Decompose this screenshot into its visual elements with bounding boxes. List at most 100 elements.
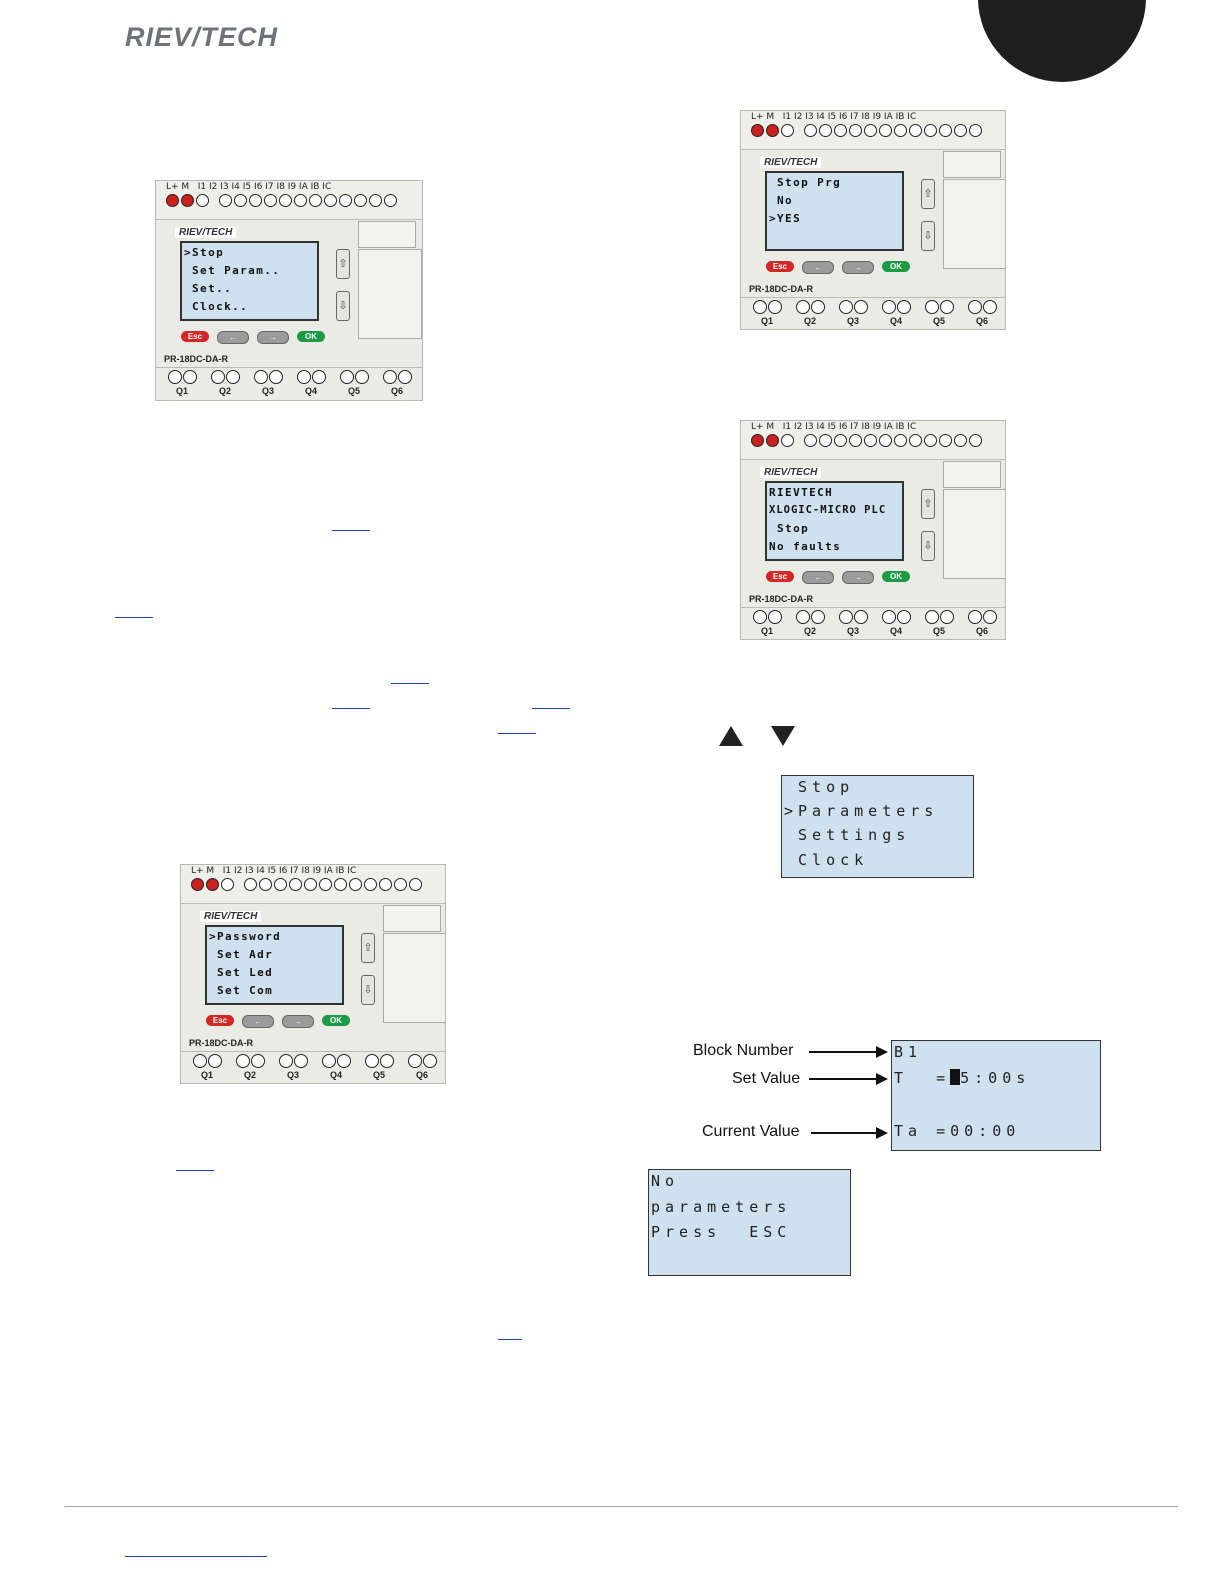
- output-label: Q3: [286, 1070, 299, 1080]
- left-button[interactable]: ←: [217, 331, 249, 344]
- link-underline[interactable]: [532, 708, 570, 709]
- left-button[interactable]: ←: [242, 1015, 274, 1028]
- lcd-line: Set Com: [209, 984, 274, 997]
- link-underline[interactable]: [498, 1339, 522, 1340]
- input-labels: L+ M I1 I2 I3 I4 I5 I6 I7 I8 I9 IA IB IC: [191, 866, 357, 876]
- rievtech-logo: RIEV/TECH: [125, 22, 279, 52]
- output-label: Q1: [760, 626, 773, 636]
- footer-link-underline[interactable]: [125, 1556, 267, 1557]
- output-label: Q1: [175, 386, 188, 396]
- down-arrow-button[interactable]: ⇩: [361, 975, 375, 1005]
- ok-button[interactable]: OK: [882, 571, 910, 582]
- menu-line: Stop: [784, 778, 855, 796]
- menu-screen: Stop >Parameters Settings Clock: [781, 775, 974, 878]
- block-screen: B1 T =5:00s Ta =00:00: [891, 1040, 1101, 1151]
- lcd-line: Set Param..: [184, 264, 281, 277]
- link-underline[interactable]: [498, 733, 536, 734]
- expansion-panel: [943, 489, 1005, 579]
- left-button[interactable]: ←: [802, 261, 834, 274]
- set-value-line: T =5:00s: [894, 1069, 1030, 1087]
- esc-button[interactable]: Esc: [206, 1015, 234, 1026]
- link-underline[interactable]: [332, 530, 370, 531]
- output-label: Q6: [415, 1070, 428, 1080]
- arrow-head: [876, 1127, 888, 1139]
- footer-divider: [65, 1506, 1178, 1507]
- output-label: Q6: [390, 386, 403, 396]
- up-triangle-icon: [719, 726, 743, 746]
- input-labels: L+ M I1 I2 I3 I4 I5 I6 I7 I8 I9 IA IB IC: [166, 182, 332, 192]
- output-terminals: Q1 Q2 Q3 Q4 Q5 Q6: [191, 1054, 438, 1080]
- output-label: Q3: [846, 316, 859, 326]
- up-arrow-button[interactable]: ⇧: [361, 933, 375, 963]
- down-arrow-button[interactable]: ⇩: [336, 291, 350, 321]
- esc-button[interactable]: Esc: [181, 331, 209, 342]
- menu-line: Settings: [784, 826, 911, 844]
- plc-device-main-menu: L+ M I1 I2 I3 I4 I5 I6 I7 I8 I9 IA IB IC…: [155, 180, 423, 401]
- arrow-current-value: [811, 1132, 877, 1134]
- callout-block-number: Block Number: [693, 1042, 794, 1059]
- output-label: Q4: [889, 316, 902, 326]
- right-button[interactable]: →: [842, 261, 874, 274]
- plc-keypad: Esc ← → OK: [766, 261, 910, 274]
- link-underline[interactable]: [391, 683, 429, 684]
- link-underline[interactable]: [115, 617, 153, 618]
- lcd-line: No: [769, 194, 794, 207]
- memory-slot: [943, 151, 1001, 178]
- current-value-line: Ta =00:00: [894, 1122, 1021, 1140]
- left-button[interactable]: ←: [802, 571, 834, 584]
- output-label: Q2: [218, 386, 231, 396]
- plc-brand: RIEV/TECH: [175, 227, 237, 238]
- right-button[interactable]: →: [842, 571, 874, 584]
- right-button[interactable]: →: [282, 1015, 314, 1028]
- up-arrow-button[interactable]: ⇧: [921, 179, 935, 209]
- plc-input-strip: L+ M I1 I2 I3 I4 I5 I6 I7 I8 I9 IA IB IC: [741, 111, 1005, 150]
- lcd-line: >Password: [209, 930, 282, 943]
- lcd-line: >YES: [769, 212, 802, 225]
- up-arrow-button[interactable]: ⇧: [921, 489, 935, 519]
- plc-lcd: >Stop Set Param.. Set.. Clock..: [180, 241, 319, 321]
- plc-lcd: Stop Prg No >YES: [765, 171, 904, 251]
- output-terminals: Q1 Q2 Q3 Q4 Q5 Q6: [751, 300, 998, 326]
- plc-model: PR-18DC-DA-R: [749, 284, 814, 294]
- link-underline[interactable]: [332, 708, 370, 709]
- link-underline[interactable]: [176, 1170, 214, 1171]
- expansion-panel: [358, 249, 422, 339]
- input-terminals: [191, 878, 422, 891]
- plc-input-strip: L+ M I1 I2 I3 I4 I5 I6 I7 I8 I9 IA IB IC: [156, 181, 422, 220]
- esc-button[interactable]: Esc: [766, 571, 794, 582]
- down-triangle-icon: [771, 726, 795, 746]
- lcd-line: Set..: [184, 282, 233, 295]
- ok-button[interactable]: OK: [882, 261, 910, 272]
- output-label: Q3: [846, 626, 859, 636]
- output-label: Q5: [347, 386, 360, 396]
- plc-device-stop-prg: L+ M I1 I2 I3 I4 I5 I6 I7 I8 I9 IA IB IC…: [740, 110, 1006, 330]
- output-label: Q4: [329, 1070, 342, 1080]
- lcd-line: XLOGIC-MICRO PLC: [769, 504, 887, 516]
- right-button[interactable]: →: [257, 331, 289, 344]
- arrow-head: [876, 1046, 888, 1058]
- arrow-head: [876, 1073, 888, 1085]
- lcd-line: No faults: [769, 540, 842, 553]
- plc-brand: RIEV/TECH: [760, 157, 822, 168]
- output-label: Q4: [304, 386, 317, 396]
- down-arrow-button[interactable]: ⇩: [921, 531, 935, 561]
- up-arrow-button[interactable]: ⇧: [336, 249, 350, 279]
- output-label: Q5: [932, 316, 945, 326]
- lcd-line: Set Adr: [209, 948, 274, 961]
- down-arrow-button[interactable]: ⇩: [921, 221, 935, 251]
- ok-button[interactable]: OK: [297, 331, 325, 342]
- esc-button[interactable]: Esc: [766, 261, 794, 272]
- plc-model: PR-18DC-DA-R: [749, 594, 814, 604]
- set-value-digits[interactable]: 5:00s: [960, 1069, 1031, 1087]
- output-label: Q2: [243, 1070, 256, 1080]
- output-label: Q2: [803, 316, 816, 326]
- lcd-line: >Stop: [184, 246, 225, 259]
- expansion-panel: [383, 933, 445, 1023]
- menu-line: >Parameters: [784, 802, 939, 820]
- output-label: Q2: [803, 626, 816, 636]
- input-terminals: [166, 194, 397, 207]
- output-label: Q1: [760, 316, 773, 326]
- ok-button[interactable]: OK: [322, 1015, 350, 1026]
- page-corner-tab: [978, 0, 1146, 82]
- output-label: Q5: [372, 1070, 385, 1080]
